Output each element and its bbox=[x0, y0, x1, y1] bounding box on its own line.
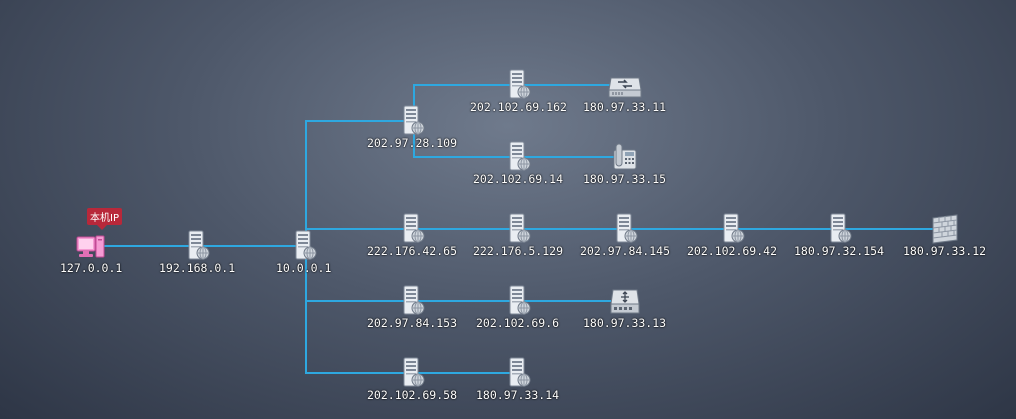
node-label: 202.102.69.6 bbox=[476, 316, 560, 330]
server-icon[interactable] bbox=[498, 140, 538, 174]
node-label: 202.102.69.42 bbox=[687, 244, 778, 258]
node-label: 180.97.33.13 bbox=[583, 316, 667, 330]
node-label: 202.97.84.145 bbox=[580, 244, 671, 258]
local-ip-badge: 本机IP bbox=[87, 208, 122, 230]
node-label: 202.97.28.109 bbox=[367, 136, 458, 150]
node-label: 10.0.0.1 bbox=[276, 261, 332, 275]
server-icon[interactable] bbox=[498, 212, 538, 246]
server-icon[interactable] bbox=[712, 212, 752, 246]
server-icon[interactable] bbox=[392, 104, 432, 138]
firewall-icon[interactable] bbox=[925, 212, 965, 246]
server-icon[interactable] bbox=[392, 212, 432, 246]
phone-icon[interactable] bbox=[605, 140, 645, 174]
node-label: 202.102.69.14 bbox=[473, 172, 564, 186]
node-label: 202.102.69.58 bbox=[367, 388, 458, 402]
node-label: 222.176.42.65 bbox=[367, 244, 458, 258]
node-label: 180.97.33.12 bbox=[903, 244, 987, 258]
node-label: 180.97.33.15 bbox=[583, 172, 667, 186]
node-label: 180.97.32.154 bbox=[794, 244, 885, 258]
server-icon[interactable] bbox=[284, 229, 324, 263]
server-icon[interactable] bbox=[498, 68, 538, 102]
server-icon[interactable] bbox=[498, 356, 538, 390]
node-label: 180.97.33.11 bbox=[583, 100, 667, 114]
pc-icon[interactable] bbox=[71, 229, 111, 263]
server-icon[interactable] bbox=[605, 212, 645, 246]
server-icon[interactable] bbox=[177, 229, 217, 263]
node-label: 202.102.69.162 bbox=[470, 100, 567, 114]
link-n2-d1 bbox=[305, 246, 412, 374]
node-label: 222.176.5.129 bbox=[473, 244, 564, 258]
switch-icon[interactable] bbox=[605, 68, 645, 102]
server-icon[interactable] bbox=[392, 284, 432, 318]
router-icon[interactable] bbox=[605, 284, 645, 318]
server-icon[interactable] bbox=[819, 212, 859, 246]
server-icon[interactable] bbox=[498, 284, 538, 318]
server-icon[interactable] bbox=[392, 356, 432, 390]
node-label: 192.168.0.1 bbox=[159, 261, 236, 275]
node-label: 202.97.84.153 bbox=[367, 316, 458, 330]
link-n2-a1 bbox=[305, 120, 412, 246]
node-label: 127.0.0.1 bbox=[60, 261, 123, 275]
node-label: 180.97.33.14 bbox=[476, 388, 560, 402]
